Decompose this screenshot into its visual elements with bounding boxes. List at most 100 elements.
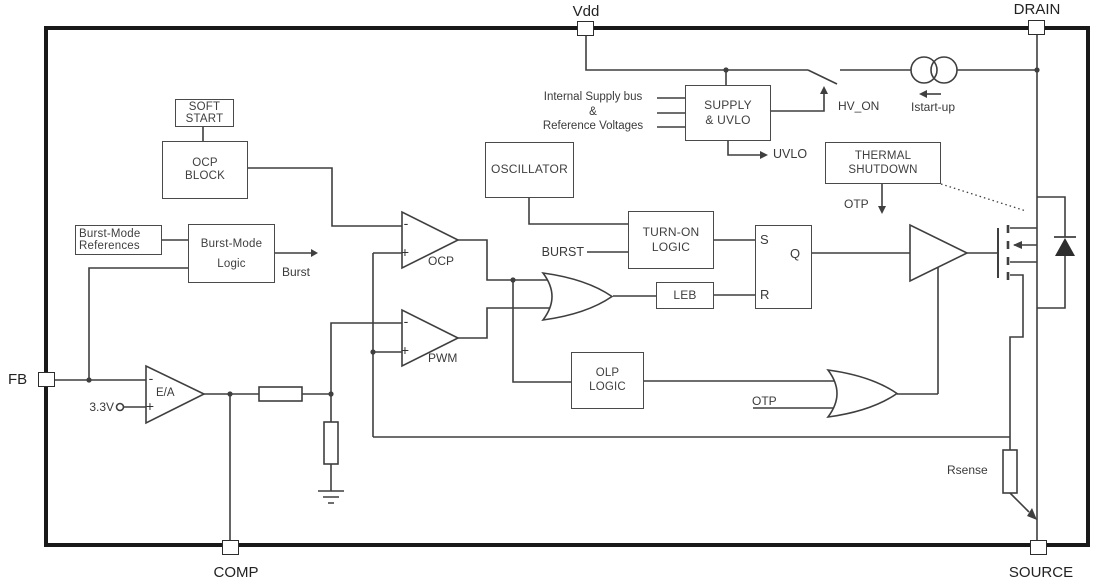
pwm-comparator [401, 308, 460, 368]
block-ocp: OCP BLOCK [162, 141, 248, 199]
or-gate-pwm-ocp [541, 271, 614, 322]
mosfet-sense-path [1009, 274, 1024, 450]
hv-switch-blade [807, 69, 838, 85]
block-turn-on-logic: TURN-ON LOGIC [628, 211, 714, 269]
block-leb: LEB [656, 282, 714, 309]
source-pin-label: SOURCE [1008, 564, 1074, 581]
ea-plus: + [145, 398, 155, 414]
supply-bus-line: Reference Voltages [542, 120, 644, 132]
wire-pwm-minus [330, 322, 402, 394]
block-burst-references: Burst-Mode References [75, 225, 162, 255]
burst-out-label: Burst [282, 265, 311, 279]
mosfet-body-arrowhead [1013, 241, 1022, 249]
ground-symbol [318, 490, 344, 504]
uvlo-label: UVLO [773, 147, 808, 161]
wire-comparator-plus-stubs [373, 252, 402, 353]
fb-pin-label: FB [8, 371, 28, 388]
wire-ocpblock-out [247, 167, 402, 227]
error-amplifier [145, 364, 206, 425]
resistor-shunt [323, 421, 339, 465]
ocp-minus: - [403, 215, 409, 231]
block-label: THERMAL [854, 150, 912, 162]
or-gates [541, 271, 899, 419]
supply-bus-line: & [589, 105, 597, 118]
block-label: LEB [673, 287, 697, 302]
block-label: SHUTDOWN [848, 164, 918, 176]
ea-label: E/A [156, 387, 175, 399]
block-burst-logic: Burst-Mode Logic [188, 224, 275, 283]
pin-comp [222, 540, 239, 555]
istartup-label: Istart-up [911, 100, 956, 114]
wire-uvlo [727, 140, 761, 156]
wire-rsense-bottom [1009, 492, 1030, 513]
vref-node-icon [115, 402, 125, 412]
supply-bus-text: Internal Supply bus & Reference Voltages [532, 90, 654, 134]
wire-ocp-out [458, 239, 560, 281]
pwm-label: PWM [428, 351, 458, 365]
wire-olp-in [512, 280, 571, 383]
pwm-minus: - [403, 313, 409, 329]
resistor-rsense [1002, 449, 1018, 494]
current-source-icon [910, 56, 938, 84]
wire-vdd-rail [585, 35, 808, 71]
latch-q-label: Q [790, 246, 801, 261]
wire-osc [528, 197, 628, 225]
rsense-arrowhead [1027, 508, 1037, 520]
wire-pwm-out [458, 307, 560, 339]
hvon-label: HV_ON [838, 99, 880, 113]
block-label: TURN-ON [642, 225, 700, 239]
block-sr-latch [755, 225, 812, 309]
uvlo-arrowhead [760, 151, 768, 159]
gate-driver [909, 223, 969, 283]
resistor-series [258, 386, 303, 402]
burst-arrowhead [311, 249, 318, 257]
block-oscillator: OSCILLATOR [485, 142, 574, 198]
block-label: SUPPLY [704, 98, 752, 112]
ea-minus: - [148, 370, 154, 386]
block-label: & UVLO [705, 113, 751, 127]
vref-label: 3.3V [89, 400, 114, 414]
pwm-plus: + [400, 342, 410, 358]
block-label: OSCILLATOR [491, 162, 568, 177]
block-olp-logic: OLP LOGIC [571, 352, 644, 409]
pin-source [1030, 540, 1047, 555]
resistors [258, 386, 1018, 494]
wire-fb-to-burstlogic [88, 267, 188, 380]
block-label: OCP [192, 156, 218, 169]
block-supply-uvlo: SUPPLY & UVLO [685, 85, 771, 141]
block-label: Burst-Mode [200, 237, 263, 250]
pin-fb [38, 372, 55, 387]
ocp-plus: + [400, 244, 410, 260]
hvon-arrowhead [820, 86, 828, 94]
latch-s-label: S [760, 232, 769, 247]
or-gate-olp-otp [826, 368, 899, 419]
block-label: Burst-Mode [79, 227, 141, 240]
drain-pin-label: DRAIN [1013, 1, 1061, 18]
block-label: LOGIC [589, 380, 626, 393]
arrowheads [311, 86, 1037, 520]
burst-in-label: BURST [541, 245, 584, 259]
latch-r-label: R [760, 287, 770, 302]
junction-dots [86, 67, 1040, 397]
ocp-comparator [401, 210, 460, 270]
block-label: References [79, 240, 140, 252]
supply-stubs [657, 97, 685, 128]
wire-hvon [770, 93, 825, 112]
block-label: BLOCK [185, 170, 225, 182]
ic-boundary [44, 26, 1090, 547]
ocp-label: OCP [428, 254, 455, 268]
block-label: Logic [217, 257, 246, 270]
wire-diode-branch [1037, 196, 1066, 309]
block-label: START [185, 113, 224, 125]
rsense-label: Rsense [947, 463, 988, 477]
pin-drain [1028, 20, 1045, 35]
otp-thermal-label: OTP [844, 197, 869, 211]
block-label: LOGIC [651, 240, 691, 254]
wires [55, 35, 1066, 541]
block-thermal-shutdown: THERMAL SHUTDOWN [825, 142, 941, 184]
otp-arrowhead [878, 206, 886, 214]
amplifiers [145, 210, 969, 425]
comp-pin-label: COMP [213, 564, 259, 581]
